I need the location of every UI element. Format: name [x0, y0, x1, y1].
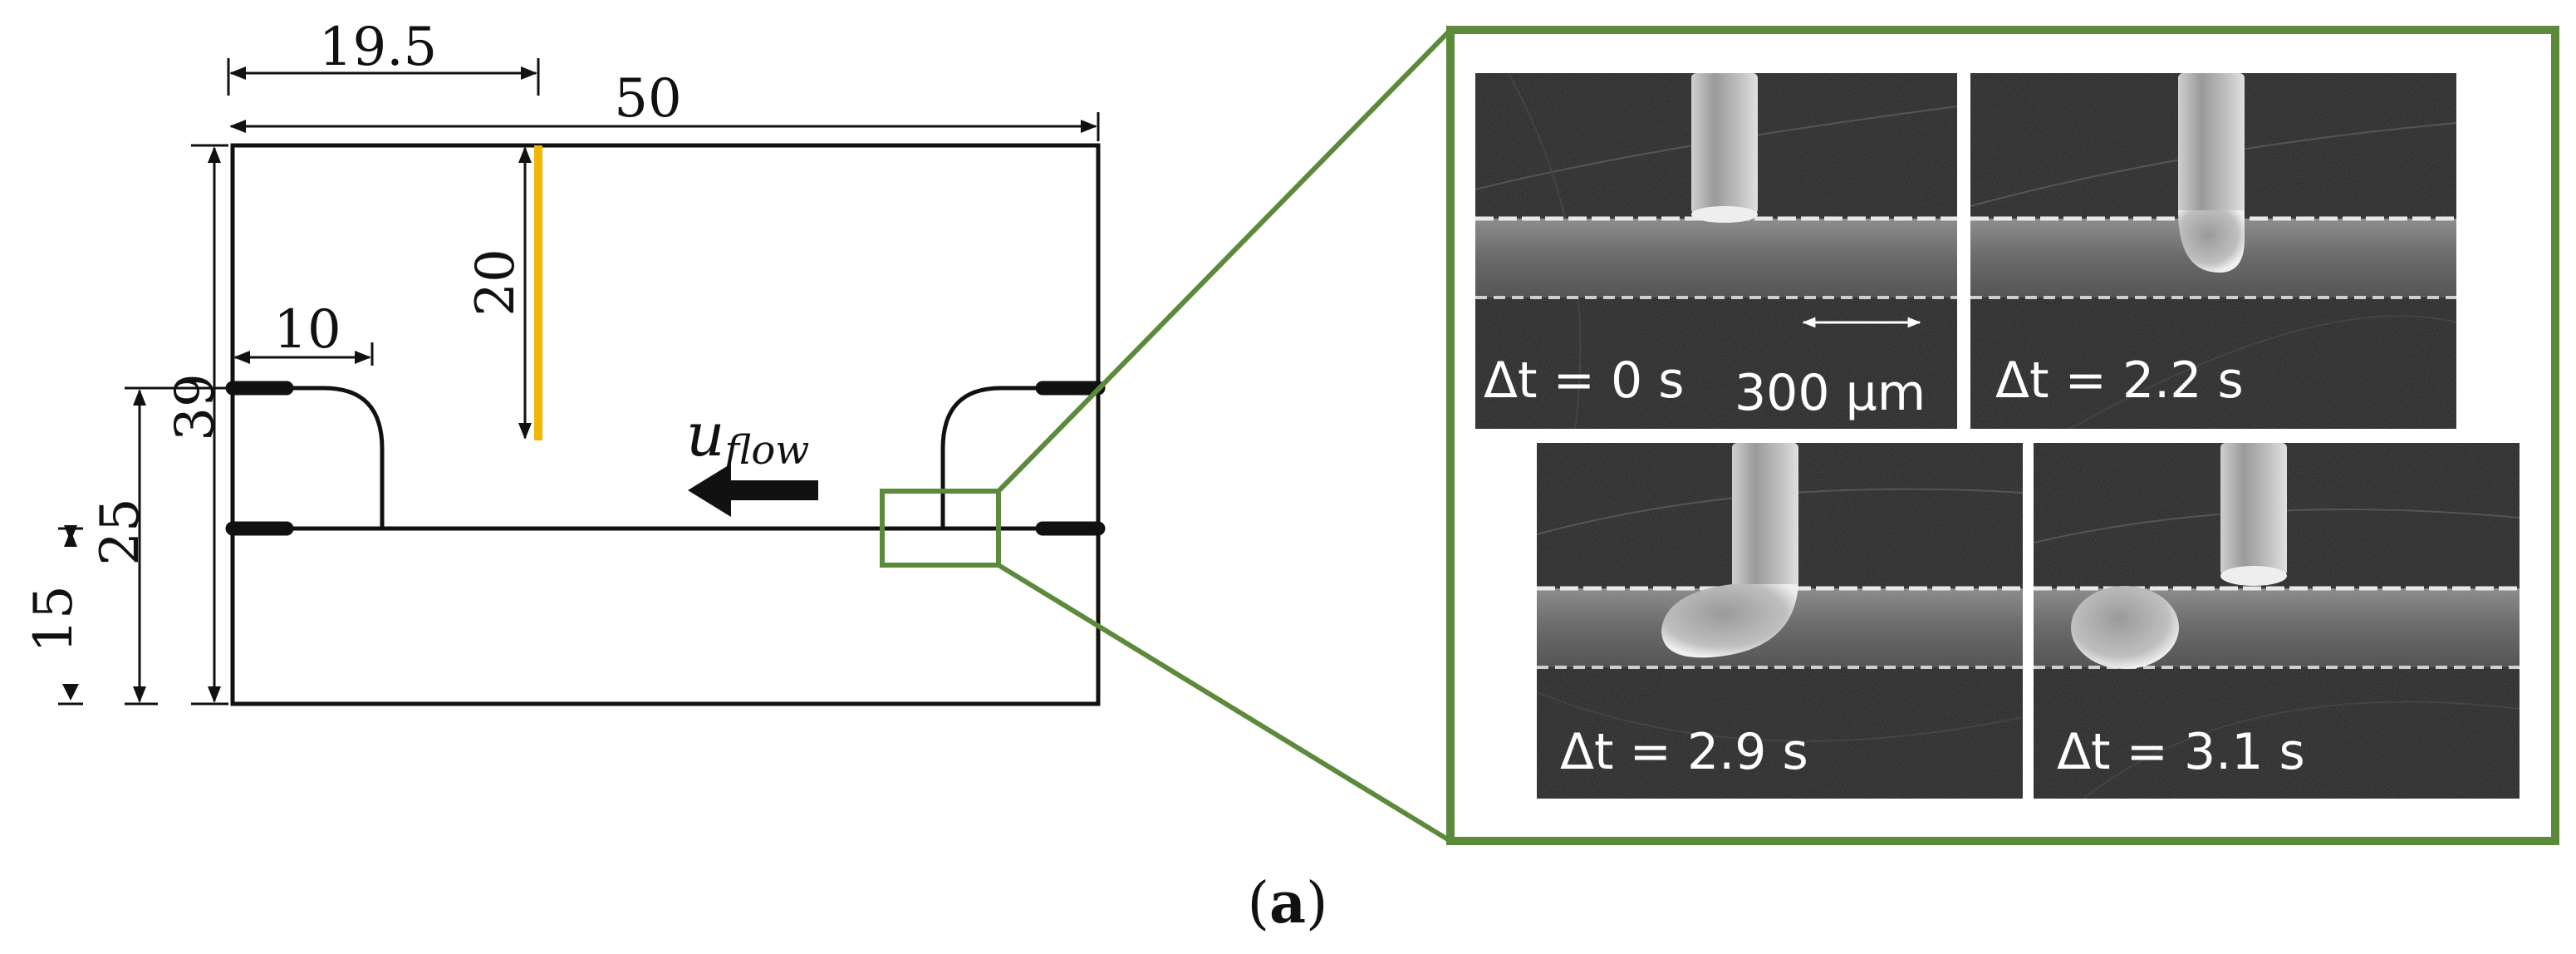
micro-image-1-scale-bar: 300 μm	[1735, 364, 1926, 422]
micro-image-4-time: Δt = 3.1 s	[2057, 723, 2305, 781]
micro-image-2: Δt = 2.2 s	[1970, 73, 2456, 429]
flow-direction-arrow	[688, 464, 818, 517]
micro-image-1: 300 μm Δt = 0 s	[1475, 73, 1957, 429]
flow-velocity-label: uflow	[686, 400, 809, 474]
micro-image-2-time: Δt = 2.2 s	[1995, 352, 2244, 410]
micro-image-3-time: Δt = 2.9 s	[1560, 723, 1808, 781]
channel-schematic: uflow	[225, 143, 1106, 706]
micro-image-3: Δt = 2.9 s	[1537, 443, 2023, 799]
right-branch-channel	[940, 386, 1043, 529]
left-branch-channel	[287, 386, 385, 529]
dim-main-channel-height: 15	[23, 585, 85, 652]
dim-branch-radius: 10	[273, 299, 341, 361]
zoom-connector-upper	[996, 27, 1453, 494]
domain-outline	[230, 143, 1101, 706]
dim-offset-left: 19.5	[319, 17, 438, 78]
zoom-frame	[1446, 26, 2559, 845]
dim-height-total: 39	[164, 373, 226, 440]
micro-image-1-time: Δt = 0 s	[1484, 352, 1685, 410]
figure-caption: (a)	[1247, 870, 1327, 937]
dim-sensor-length: 20	[465, 248, 527, 316]
zoom-connector-lower	[997, 563, 1452, 843]
micro-image-4: Δt = 3.1 s	[2034, 443, 2520, 799]
dimension-annotations: 19.5 50 20 10 39 25 15	[23, 17, 1100, 706]
dim-width-total: 50	[614, 68, 681, 130]
zoom-region-marker	[880, 489, 1001, 568]
dim-branch-inlet-height: 25	[90, 498, 151, 565]
